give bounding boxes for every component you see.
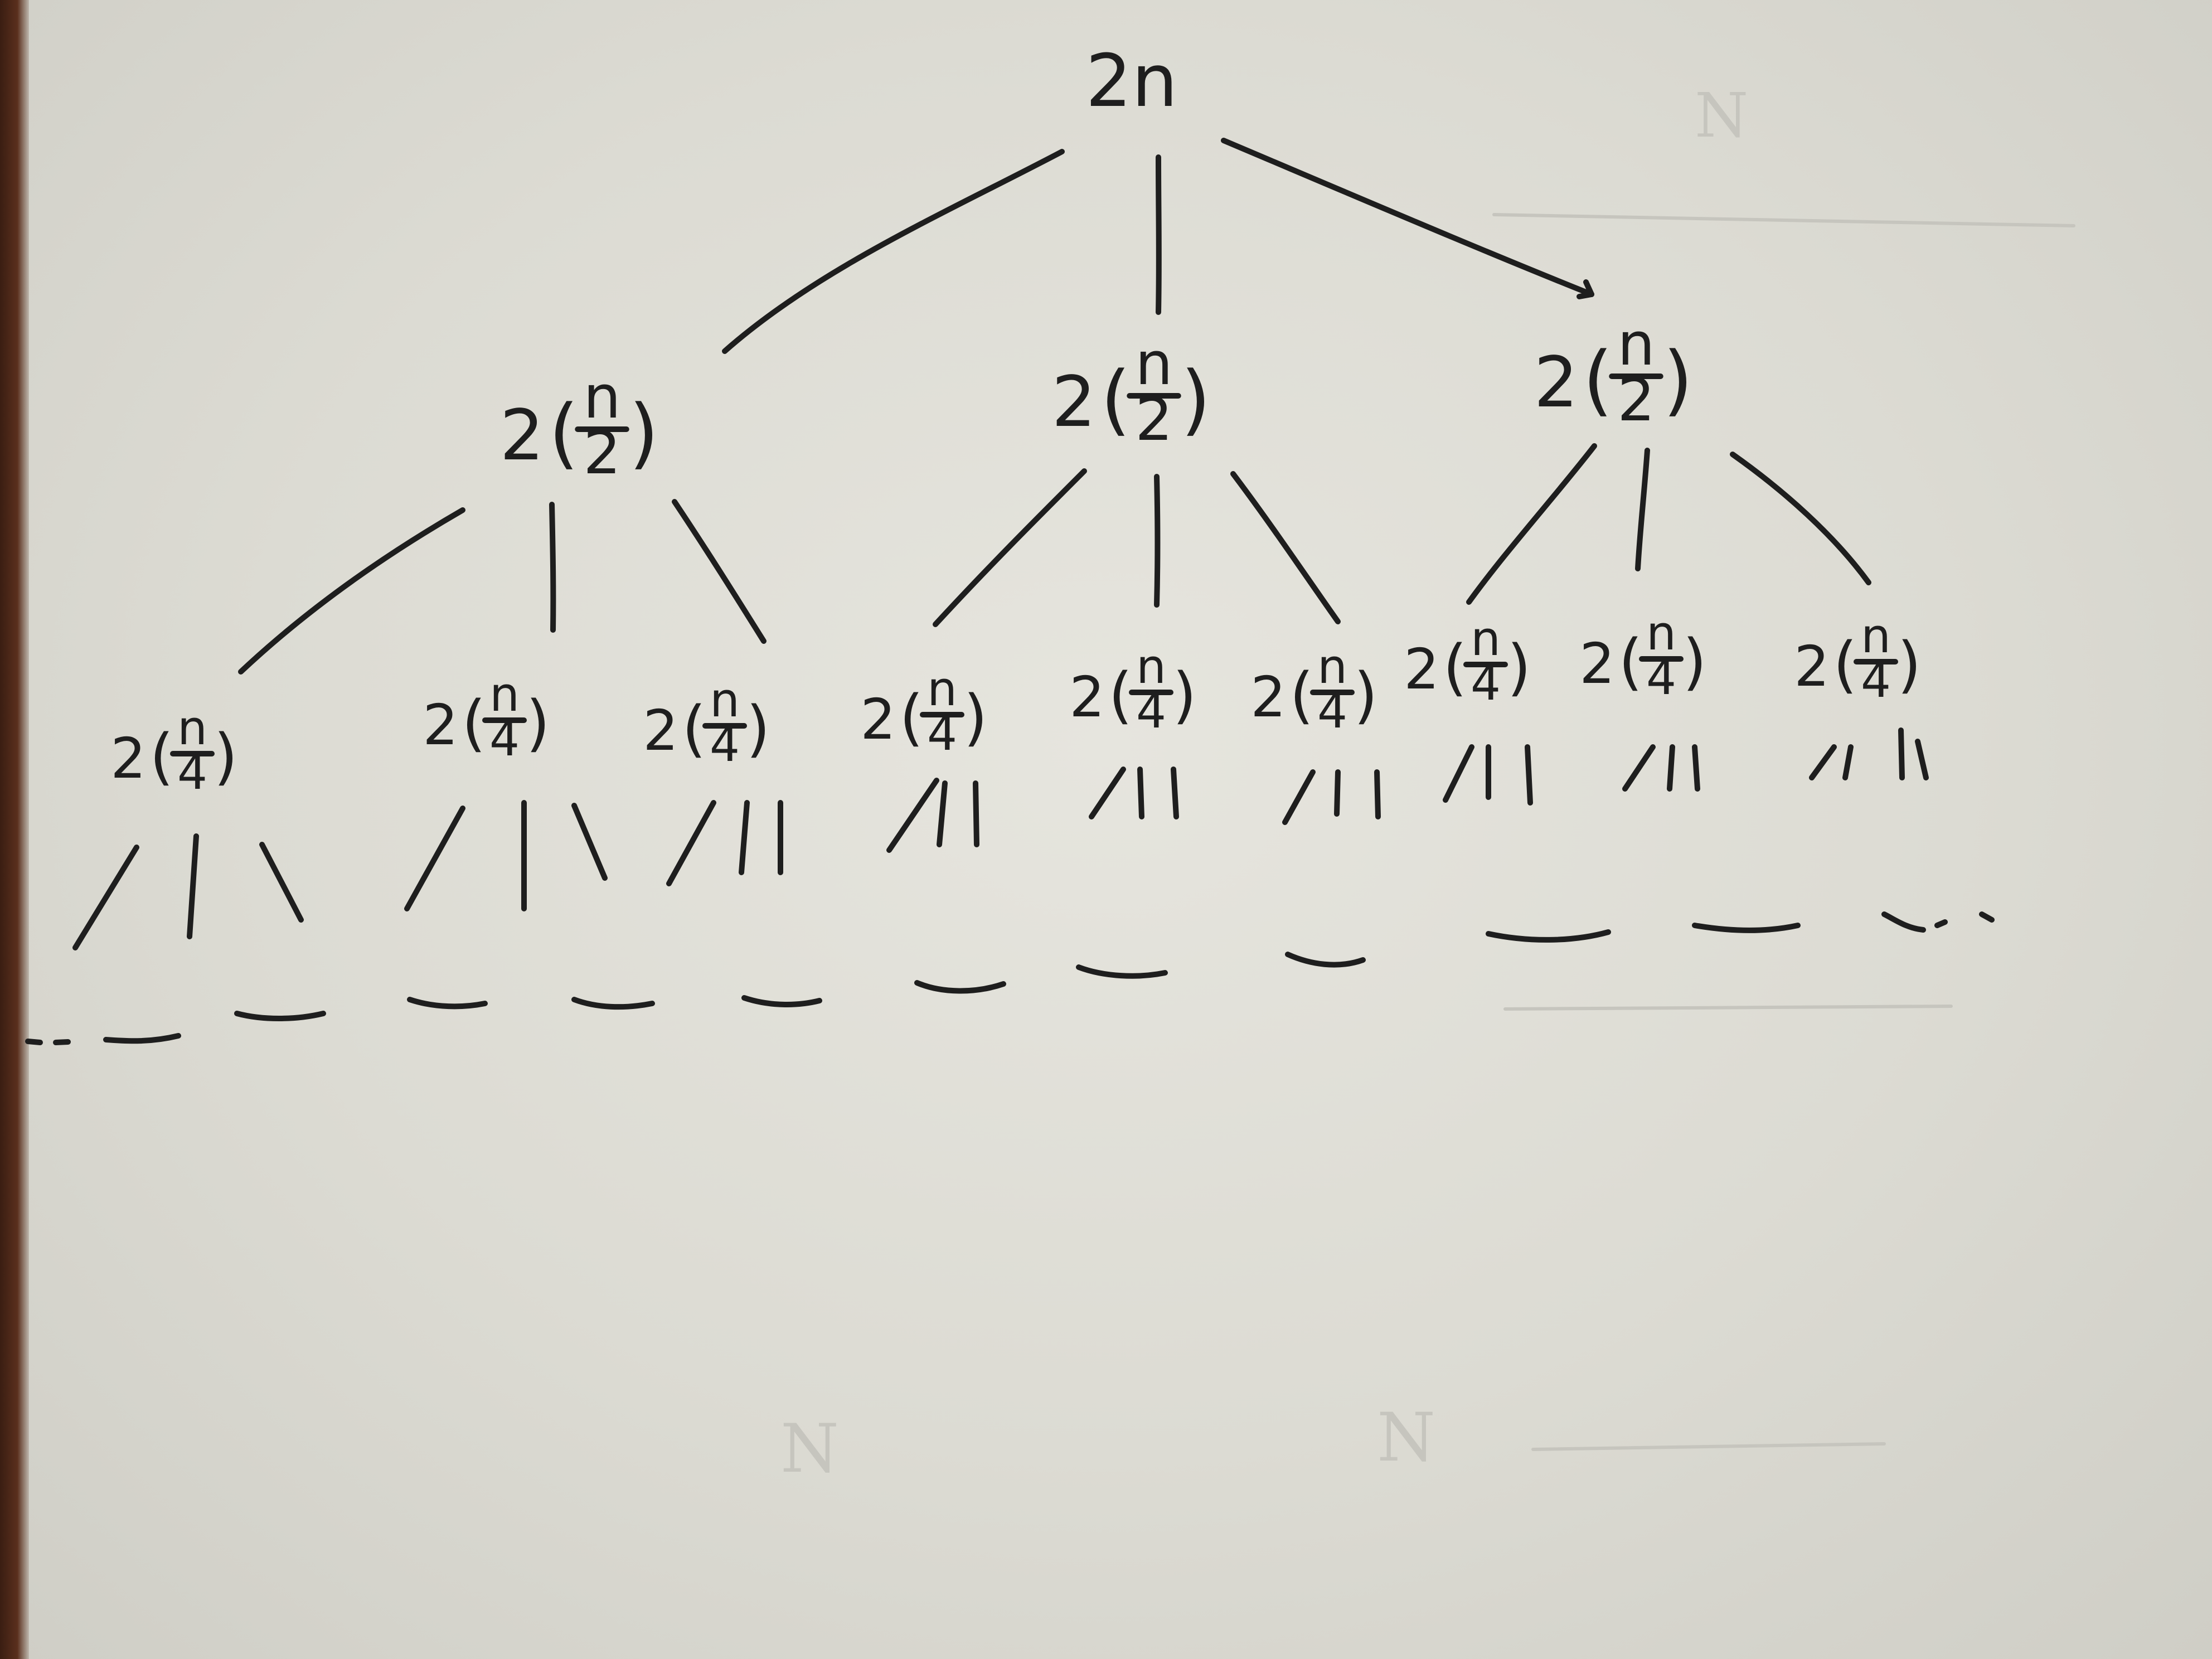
show-through-marks: N N N <box>780 80 2075 1488</box>
node-numerator: n <box>177 701 207 756</box>
tree-node-level1-2: 2(n2) <box>1051 329 1210 454</box>
node-numerator: n <box>1646 606 1676 661</box>
svg-text:N: N <box>1695 80 1748 151</box>
node-close-paren: ) <box>746 693 770 764</box>
node-open-paren: ( <box>150 721 174 792</box>
node-open-paren: ( <box>1100 355 1131 444</box>
node-numerator: n <box>1317 639 1347 695</box>
node-coefficient: 2 <box>1794 634 1830 699</box>
node-coefficient: 2 <box>1534 342 1578 423</box>
node-denominator: 2 <box>583 419 621 488</box>
node-close-paren: ) <box>526 687 550 759</box>
node-open-paren: ( <box>1290 659 1314 731</box>
node-open-paren: ( <box>1833 629 1857 700</box>
node-denominator: 4 <box>489 712 520 767</box>
node-denominator: 4 <box>1646 651 1676 706</box>
node-numerator: n <box>1136 639 1166 695</box>
node-coefficient: 2 <box>1051 362 1096 443</box>
tree-node-level2-3: 2(n4) <box>643 673 770 773</box>
root-node: 2n <box>1085 38 1177 123</box>
node-numerator: n <box>1861 609 1891 664</box>
node-denominator: 4 <box>1136 684 1166 739</box>
node-denominator: 2 <box>1135 385 1173 454</box>
tree-node-level1-1: 2(n2) <box>499 363 658 488</box>
node-close-paren: ) <box>1898 629 1922 700</box>
tree-node-level2-8: 2(n4) <box>1579 606 1706 706</box>
node-open-paren: ( <box>549 389 579 478</box>
tree-node-level2-6: 2(n4) <box>1250 639 1377 739</box>
node-open-paren: ( <box>1109 659 1133 731</box>
node-coefficient: 2 <box>1069 664 1105 730</box>
node-numerator: n <box>927 662 957 717</box>
node-close-paren: ) <box>1683 626 1707 697</box>
continuation-dashes <box>25 911 1995 1045</box>
node-coefficient: 2 <box>499 395 544 476</box>
node-open-paren: ( <box>1619 626 1643 697</box>
node-denominator: 4 <box>927 706 957 761</box>
node-close-paren: ) <box>964 682 988 753</box>
node-coefficient: 2 <box>110 726 146 791</box>
node-numerator: n <box>1135 329 1172 399</box>
tree-node-level2-7: 2(n4) <box>1404 612 1531 711</box>
node-coefficient: 2 <box>1250 664 1286 730</box>
node-close-paren: ) <box>1507 632 1531 703</box>
node-open-paren: ( <box>1583 336 1613 425</box>
node-numerator: n <box>710 673 740 728</box>
node-close-paren: ) <box>214 721 238 792</box>
node-denominator: 4 <box>710 717 740 773</box>
node-open-paren: ( <box>682 693 706 764</box>
tree-node-level2-2: 2(n4) <box>423 667 550 767</box>
node-denominator: 2 <box>1617 366 1655 435</box>
node-denominator: 4 <box>177 745 207 801</box>
node-close-paren: ) <box>1173 659 1197 731</box>
svg-text:N: N <box>780 1410 839 1488</box>
tree-node-level1-3: 2(n2) <box>1534 310 1692 435</box>
node-coefficient: 2 <box>860 687 896 752</box>
tree-nodes: 2(n2)2(n2)2(n2)2(n4)2(n4)2(n4)2(n4)2(n4)… <box>110 310 1921 801</box>
node-open-paren: ( <box>900 682 924 753</box>
root-edges <box>722 138 1594 354</box>
tree-node-level2-5: 2(n4) <box>1069 639 1196 739</box>
node-numerator: n <box>1471 612 1501 667</box>
node-denominator: 4 <box>1471 656 1501 711</box>
node-numerator: n <box>583 363 620 432</box>
node-numerator: n <box>1617 310 1655 379</box>
node-close-paren: ) <box>1354 659 1378 731</box>
node-denominator: 4 <box>1861 653 1891 709</box>
node-coefficient: 2 <box>1404 637 1439 702</box>
tree-node-level2-9: 2(n4) <box>1794 609 1921 709</box>
svg-text:N: N <box>1377 1399 1435 1477</box>
tree-node-level2-4: 2(n4) <box>860 662 987 761</box>
node-denominator: 4 <box>1317 684 1347 739</box>
node-open-paren: ( <box>1443 632 1467 703</box>
node-close-paren: ) <box>1663 336 1693 425</box>
node-coefficient: 2 <box>1579 631 1615 696</box>
node-close-paren: ) <box>1181 355 1211 444</box>
node-coefficient: 2 <box>643 698 678 763</box>
level1-edges <box>238 443 1871 675</box>
node-coefficient: 2 <box>423 692 458 758</box>
tree-node-level2-1: 2(n4) <box>110 701 237 801</box>
paper-edge-shadow <box>0 0 29 1659</box>
node-numerator: n <box>489 667 520 722</box>
continuation-strokes <box>72 727 1929 950</box>
node-close-paren: ) <box>629 389 659 478</box>
node-open-paren: ( <box>462 687 486 759</box>
root-label: 2n <box>1085 38 1177 123</box>
